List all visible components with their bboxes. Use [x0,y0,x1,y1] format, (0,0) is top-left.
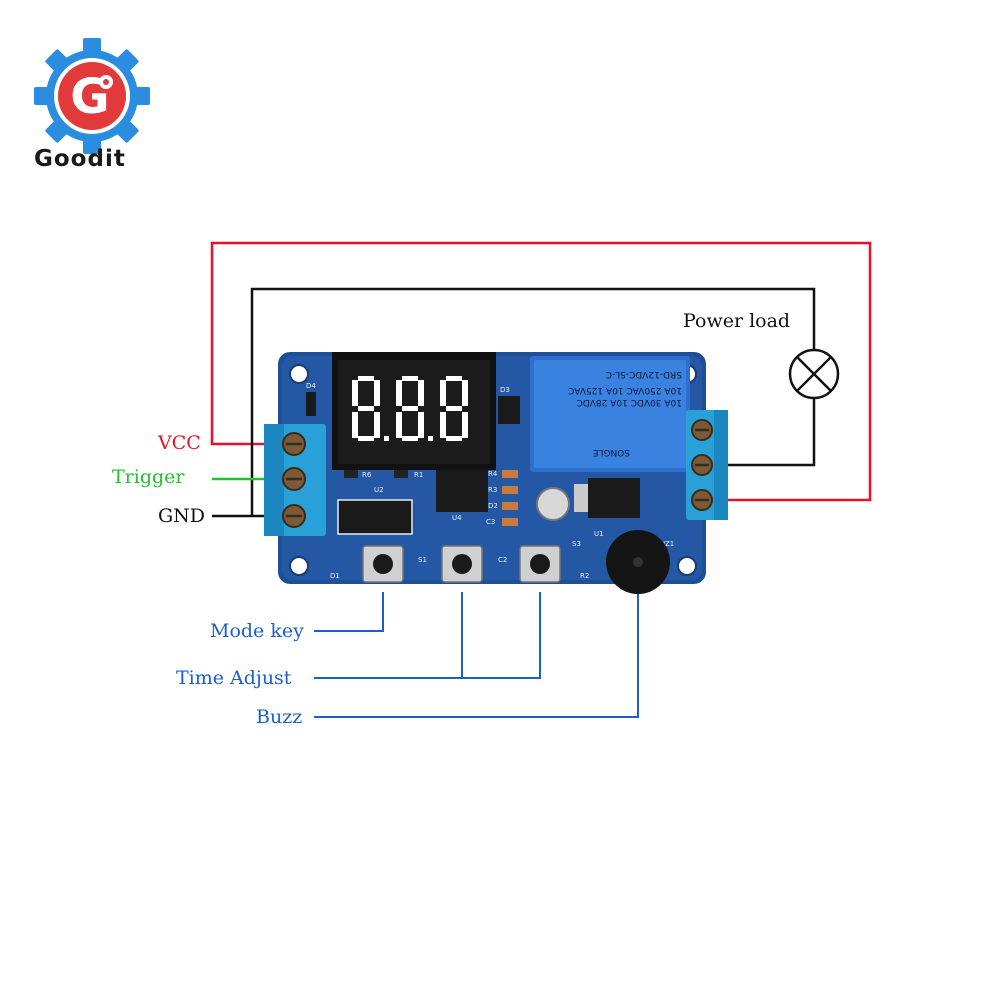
silk-r4: R4 [488,470,498,478]
time-adjust-line-2 [462,592,541,679]
silk-d2: D2 [488,502,498,510]
output-terminal-block [686,410,728,520]
silk-r2: R2 [580,572,589,580]
brand-name: Goodit [34,146,126,172]
seven-segment-display [332,352,496,470]
microcontroller-chip [436,470,488,512]
silk-d1: D1 [330,572,340,580]
capacitor [536,487,570,521]
gear-icon: G [34,38,150,154]
vcc-wire [210,241,872,502]
silk-uz1: UZ1 [660,540,674,548]
lamp-icon [788,348,840,400]
silk-r3: R3 [488,486,497,494]
buzz-label: Buzz [256,706,303,728]
silk-s3: S3 [572,540,581,548]
relay-timer-board: SRD-12VDC-SL-C 10A 250VAC 10A 125VAC 10A… [264,352,728,594]
mode-key-line [314,592,384,632]
transistor [588,478,640,518]
mode-key-label: Mode key [210,620,304,642]
relay-rating-2: 10A 30VDC 10A 28VDC [577,397,682,407]
time-adjust-label: Time Adjust [176,667,292,689]
silk-c2: C2 [498,556,507,564]
silk-u4: U4 [452,514,462,522]
gnd-label: GND [158,505,206,527]
relay-rating-1: 10A 250VAC 10A 125VAC [568,385,682,395]
goodit-logo: G [34,38,150,154]
vcc-label: VCC [158,432,201,454]
diode-d4 [306,392,316,416]
silk-c3: C3 [486,518,495,526]
silk-d3: D3 [500,386,510,394]
relay: SRD-12VDC-SL-C 10A 250VAC 10A 125VAC 10A… [530,356,690,472]
buzz-line [314,594,639,718]
time-adjust-button-1[interactable] [441,545,483,583]
silk-u2: U2 [374,486,384,494]
relay-model: SRD-12VDC-SL-C [606,369,682,379]
buzzer [606,530,670,594]
silk-r1: R1 [414,471,423,479]
power-load-label: Power load [683,310,791,332]
load-wire [250,287,816,516]
mode-button[interactable] [362,545,404,583]
silk-r6: R6 [362,471,372,479]
optocoupler [337,499,413,535]
diode-d3 [498,396,520,424]
silk-s1: S1 [418,556,427,564]
input-terminal-block [264,424,326,536]
time-adjust-button-2[interactable] [519,545,561,583]
trigger-label: Trigger [112,466,185,488]
time-adjust-line [314,592,463,679]
relay-brand: SONGLE [592,447,630,457]
load-return-wire [712,398,816,467]
silk-u1: U1 [594,530,604,538]
silk-d4: D4 [306,382,316,390]
